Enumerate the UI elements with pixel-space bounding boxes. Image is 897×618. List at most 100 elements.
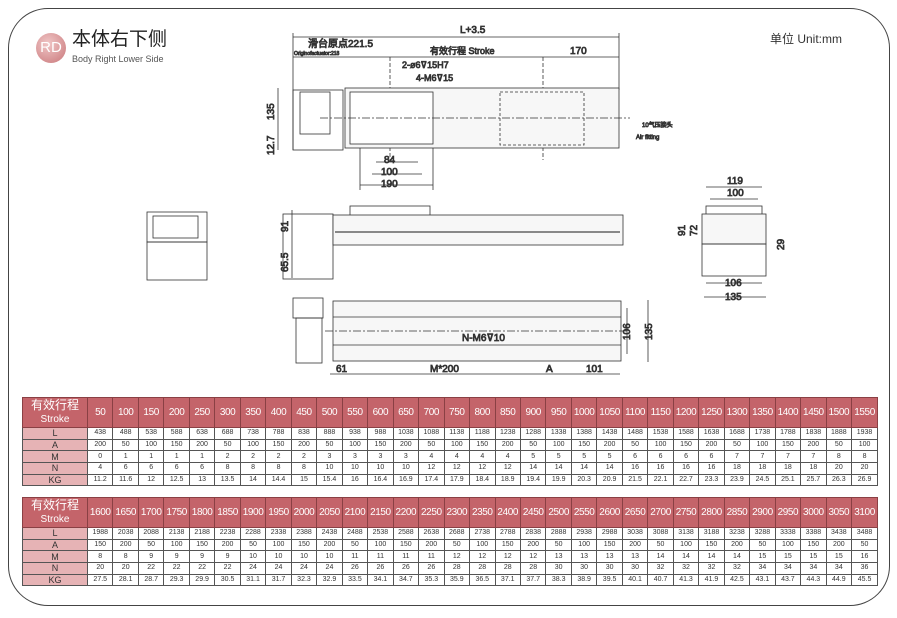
cell-value: 14 [239,473,267,487]
cell-value: 43.1 [749,573,776,587]
cell-value: 32 [723,562,751,575]
page-frame [8,8,890,606]
cell-value: 2 [290,450,318,464]
cell-value: 22 [137,562,165,575]
cell-value: 7 [774,450,802,464]
cell-value: 14 [672,550,700,564]
air-fitting-en: Air fitting [636,135,659,141]
cell-value: 41.3 [672,573,700,587]
cell-value: 6 [163,462,190,475]
cell-value: 19.9 [545,473,572,487]
cell-value: 34 [749,562,776,575]
dim-91: 91 [280,220,291,232]
cell-value: 100 [570,538,598,552]
cell-value: 200 [800,438,827,452]
cell-value: 13 [570,550,598,564]
end-view: 119 100 91 72 29 106 135 [677,176,788,304]
cell-value: 638 [188,427,216,440]
cell-value: 12.5 [163,473,190,487]
dim-119: 119 [727,176,743,187]
cell-value: 16 [341,473,369,487]
cell-value: 6 [621,450,649,464]
stroke-value: 2100 [341,497,369,528]
dim-106-end: 106 [725,278,742,289]
cell-value: 45.5 [851,573,878,587]
cell-value: 10 [341,462,369,475]
cell-value: 18 [800,462,827,475]
cell-value: 200 [825,538,853,552]
cell-value: 18.4 [469,473,496,487]
cell-value: 26 [367,562,394,575]
cell-value: 28 [519,562,547,575]
dim-100: 100 [381,167,398,178]
side-view: 91 65.5 [280,205,624,280]
cell-value: 23.3 [698,473,725,487]
cell-value: 2388 [290,527,318,540]
cell-value: 28.1 [112,573,139,587]
cell-value: 32.9 [316,573,343,587]
cell-value: 11 [392,550,420,564]
cell-value: 1288 [519,427,547,440]
cell-value: 100 [672,538,700,552]
cell-value: 50 [723,438,751,452]
cell-value: 30.5 [214,573,241,587]
cell-value: 20 [825,462,853,475]
cell-value: 100 [137,438,165,452]
cell-value: 50 [316,438,343,452]
cell-value: 150 [596,538,623,552]
cell-value: 14 [647,550,674,564]
stroke-value: 1300 [723,397,751,428]
cell-value: 50 [621,438,649,452]
cell-value: 24 [265,562,292,575]
stroke-value: 1250 [698,397,725,428]
stroke-value: 1550 [851,397,878,428]
stroke-value: 3000 [800,497,827,528]
stroke-value: 100 [112,397,139,428]
cell-value: 18 [774,462,802,475]
cell-value: 11.6 [112,473,139,487]
stroke-value: 1600 [86,497,114,528]
cell-value: 41.9 [698,573,725,587]
stroke-value: 750 [443,397,471,428]
cell-value: 34 [825,562,853,575]
cell-value: 16 [647,462,674,475]
row-label: A [22,438,88,452]
cell-value: 10 [392,462,420,475]
cell-value: 1338 [545,427,572,440]
cell-value: 2688 [443,527,471,540]
cell-value: 3488 [851,527,878,540]
cell-value: 17.4 [418,473,445,487]
stroke-value: 800 [469,397,496,428]
cell-value: 20.9 [596,473,623,487]
cell-value: 25.1 [774,473,802,487]
cell-value: 150 [672,438,700,452]
cell-value: 1988 [86,527,114,540]
cell-value: 15 [800,550,827,564]
cell-value: 200 [723,538,751,552]
cell-value: 40.7 [647,573,674,587]
cell-value: 3188 [698,527,725,540]
stroke-value: 3100 [851,497,878,528]
stroke-value: 600 [367,397,394,428]
cell-value: 9 [163,550,190,564]
cell-value: 18.9 [494,473,521,487]
cell-value: 3388 [800,527,827,540]
cell-value: 50 [418,438,445,452]
cell-value: 4 [494,450,521,464]
holes-pin-label: 2-ø6⊽15H7 [402,60,449,70]
cell-value: 1688 [723,427,751,440]
cell-value: 738 [239,427,267,440]
cell-value: 34 [774,562,802,575]
cell-value: 28.7 [137,573,165,587]
cell-value: 12 [443,462,471,475]
stroke-value: 2400 [494,497,521,528]
cell-value: 50 [519,438,547,452]
cell-value: 11 [367,550,394,564]
cell-value: 2288 [239,527,267,540]
cell-value: 28 [443,562,471,575]
cell-value: 200 [621,538,649,552]
dim-12-7: 12.7 [266,135,277,155]
row-label: KG [22,473,88,487]
stroke-value: 700 [418,397,445,428]
